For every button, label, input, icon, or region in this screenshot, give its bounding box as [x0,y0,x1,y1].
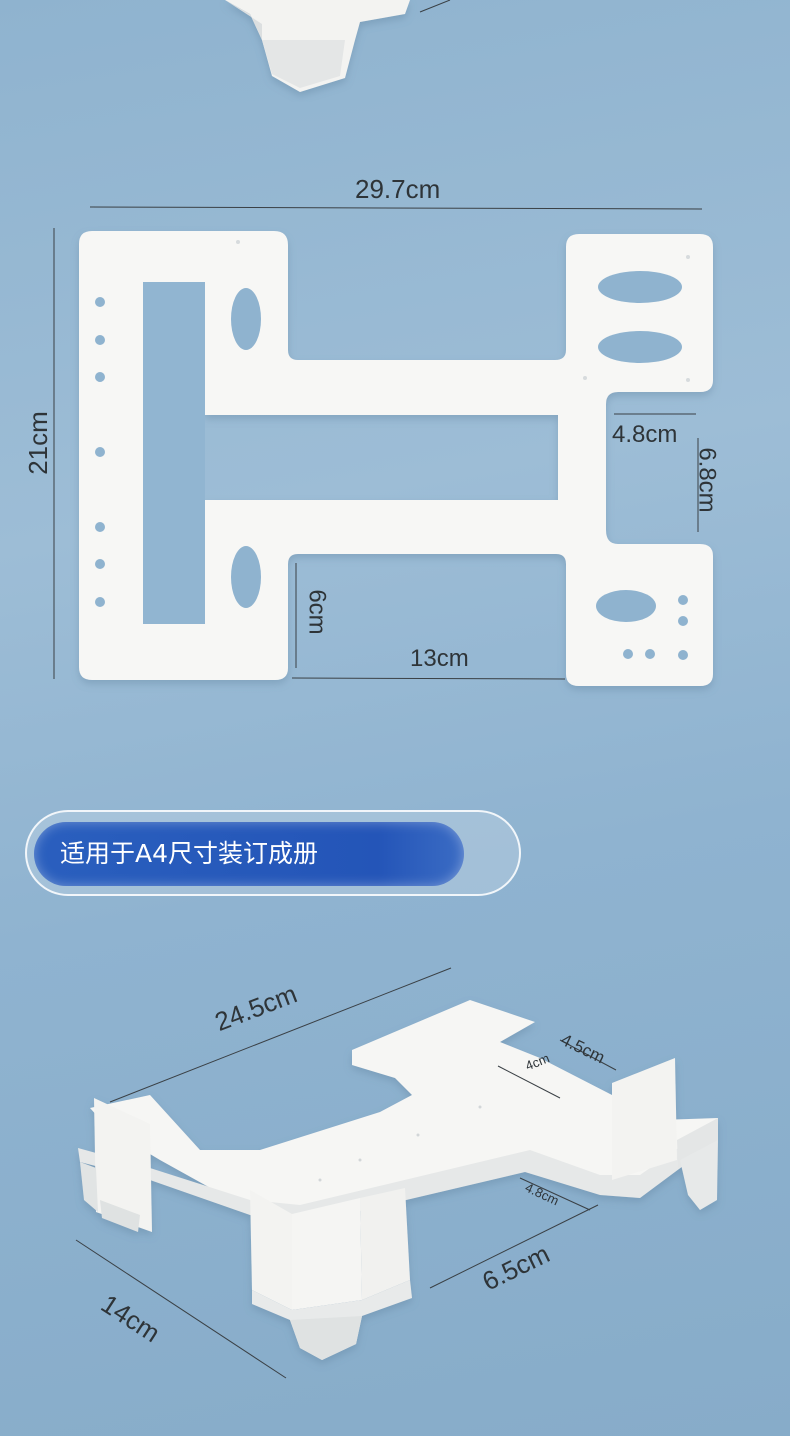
round-holes [95,297,688,660]
plate-dimension-lines [53,206,703,680]
oval-holes [231,271,682,622]
left-slot-cutout [143,282,205,624]
top-product-fragment [225,0,410,92]
assembled-dimension-lines [75,967,617,1379]
banner-text: 适用于A4尺寸装订成册 [60,839,319,868]
cutout-width-label: 13cm [410,645,469,672]
plate-width-label: 29.7cm [355,174,441,204]
oval-hole [231,546,261,608]
oval-hole [596,590,656,622]
oval-hole [598,331,682,363]
cutout-height-label: 6cm [303,589,331,635]
gap-label: 6.8cm [693,447,721,513]
assembled-holder [78,1000,718,1360]
arm-width-label: 4.8cm [612,421,678,448]
top-dimension-line [419,0,451,13]
banner-fill [34,822,464,886]
oval-hole [231,288,261,350]
plate-height-label: 21cm [22,411,53,475]
oval-hole [598,271,682,303]
